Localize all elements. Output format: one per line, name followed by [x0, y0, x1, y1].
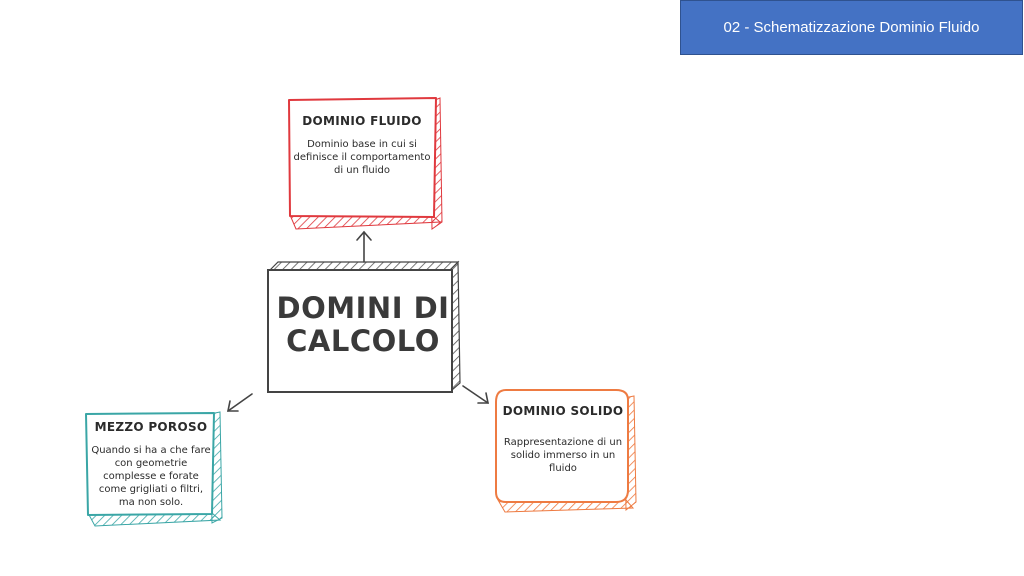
- node-mezzo-poroso-shape: [85, 411, 223, 527]
- node-mezzo-poroso: MEZZO POROSO Quando si ha a che fare con…: [90, 420, 212, 509]
- arrow-to-poroso: [227, 393, 253, 412]
- arrow-to-fluido: [356, 230, 372, 263]
- arrow-to-solido: [462, 385, 489, 404]
- node-dominio-solido: DOMINIO SOLIDO Rappresentazione di un so…: [500, 404, 626, 475]
- center-node-label: DOMINI DI CALCOLO: [276, 291, 450, 358]
- center-node: [267, 260, 461, 393]
- node-title: DOMINIO SOLIDO: [502, 404, 624, 418]
- slide-title-box: 02 - Schematizzazione Dominio Fluido: [680, 0, 1023, 55]
- node-dominio-fluido-shape: [288, 97, 443, 230]
- node-description: Rappresentazione di un solido immerso in…: [503, 437, 623, 474]
- node-dominio-fluido: DOMINIO FLUIDO Dominio base in cui si de…: [292, 114, 432, 177]
- node-description: Dominio base in cui si definisce il comp…: [293, 139, 431, 176]
- node-dominio-solido-shape: [495, 389, 637, 513]
- node-title: MEZZO POROSO: [94, 420, 208, 434]
- node-title: DOMINIO FLUIDO: [302, 114, 422, 128]
- node-description: Quando si ha a che fare con geometrie co…: [91, 445, 211, 508]
- slide-title: 02 - Schematizzazione Dominio Fluido: [723, 19, 980, 36]
